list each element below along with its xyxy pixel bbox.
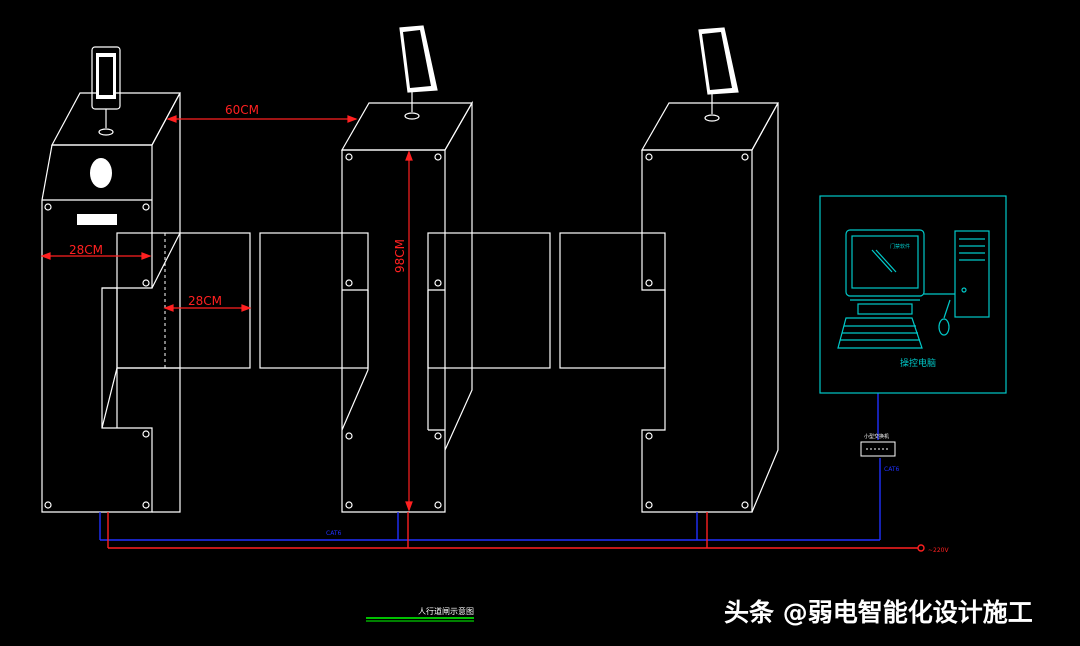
gate-post-3 xyxy=(640,102,780,513)
gate-post-2 xyxy=(340,100,474,513)
card-reader-slot xyxy=(77,214,117,225)
network-switch xyxy=(860,441,896,457)
bus-cable-label: CAT6 xyxy=(326,530,341,537)
gate-post-1 xyxy=(41,92,182,513)
computer-caption: 操控电脑 xyxy=(900,357,936,369)
computer-panel-frame xyxy=(819,195,1007,394)
dim-post-height: 98CM xyxy=(393,239,407,273)
wing-panels xyxy=(116,232,666,369)
dim-gap-width: 60CM xyxy=(225,103,259,117)
switch-cable-label: CAT6 xyxy=(884,466,899,473)
face-terminal-3 xyxy=(698,27,739,122)
network-bus xyxy=(99,393,881,541)
face-terminal-2 xyxy=(399,25,438,120)
dim-post-width-2: 28CM xyxy=(188,294,222,308)
drawing-title: 人行道闸示意图 xyxy=(418,606,474,616)
dim-post-width-1: 28CM xyxy=(69,243,103,257)
switch-label: 小型交换机 xyxy=(864,433,889,440)
power-label: ~220V xyxy=(928,547,949,554)
dimension-lines xyxy=(40,115,413,512)
power-bus xyxy=(107,512,925,552)
monitor-screen-text: 门禁软件 xyxy=(890,243,910,250)
watermark: 头条 @弱电智能化设计施工 xyxy=(724,598,1033,627)
face-terminal-1 xyxy=(91,46,121,136)
camera-lens xyxy=(90,158,112,188)
control-computer xyxy=(837,229,990,349)
